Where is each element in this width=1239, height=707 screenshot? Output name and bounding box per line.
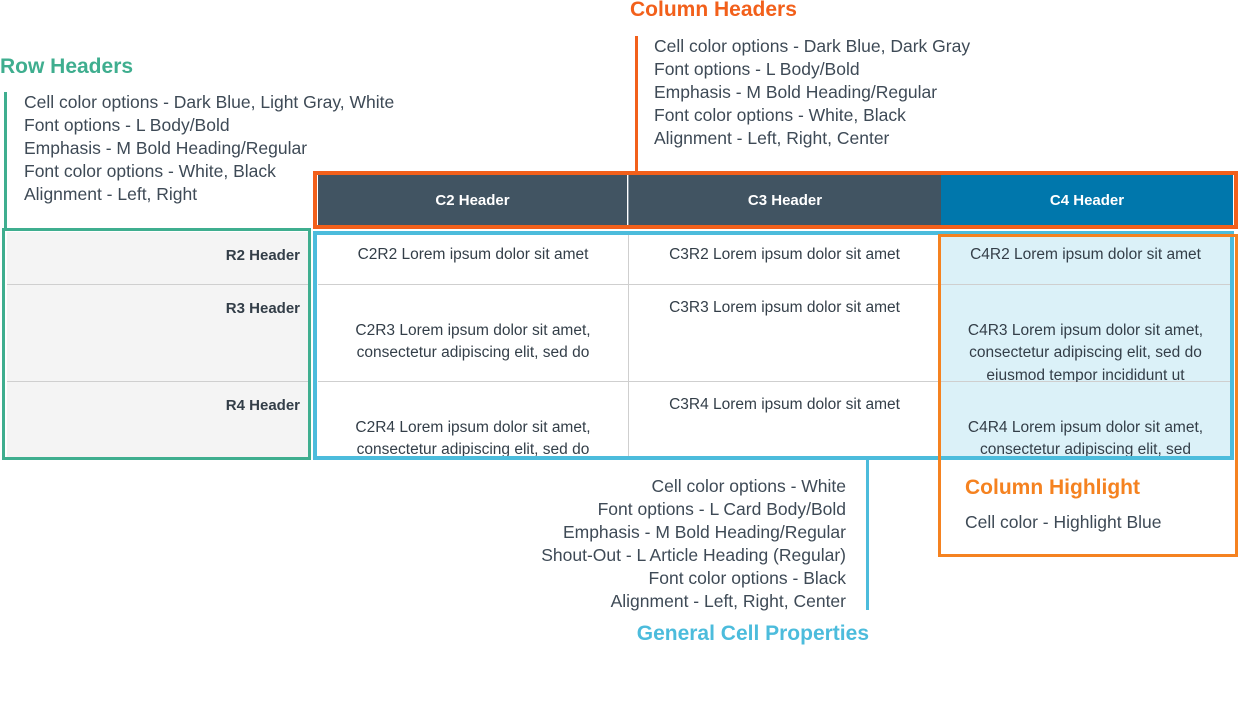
row-headers-connector: [4, 92, 7, 229]
general-line: Font color options - Black: [648, 568, 846, 588]
general-title: General Cell Properties: [636, 622, 869, 645]
row-headers-line: Emphasis - M Bold Heading/Regular: [24, 138, 308, 158]
table-cell-c4r2: C4R2 Lorem ipsum dolor sit amet: [941, 232, 1230, 285]
column-headers-line: Emphasis - M Bold Heading/Regular: [654, 82, 938, 102]
column-headers-line: Cell color options - Dark Blue, Dark Gra…: [654, 36, 971, 56]
column-header-c3: C3 Header: [628, 175, 941, 225]
table-cell-c3r2: C3R2 Lorem ipsum dolor sit amet: [629, 232, 941, 285]
row-headers-line: Cell color options - Dark Blue, Light Gr…: [24, 92, 395, 112]
general-description: Cell color options - White Font options …: [541, 475, 846, 613]
general-connector: [866, 460, 869, 610]
general-line: Cell color options - White: [651, 476, 846, 496]
row-headers-title: Row Headers: [0, 55, 134, 78]
column-headers-line: Font options - L Body/Bold: [654, 59, 860, 79]
row-headers-line: Alignment - Left, Right: [24, 184, 198, 204]
column-highlight-title: Column Highlight: [965, 476, 1140, 499]
column-header-c4: C4 Header: [941, 175, 1233, 225]
column-headers-connector: [635, 36, 638, 173]
column-highlight-outline: [938, 234, 1238, 557]
table-cell-c2r3: C2R3 Lorem ipsum dolor sit amet, consect…: [318, 285, 629, 382]
table-cell-text: C4R3 Lorem ipsum dolor sit amet, consect…: [967, 321, 1204, 384]
row-headers-line: Font options - L Body/Bold: [24, 115, 230, 135]
general-line: Font options - L Card Body/Bold: [597, 499, 846, 519]
general-cells-outline: [313, 231, 1234, 460]
row-header-r3: R3 Header: [7, 285, 308, 382]
column-headers-line: Font color options - White, Black: [654, 105, 906, 125]
column-headers-line: Alignment - Left, Right, Center: [654, 128, 890, 148]
table-cell-text: C2R3 Lorem ipsum dolor sit amet, consect…: [355, 321, 591, 362]
column-headers-outline: [313, 171, 1238, 229]
row-headers-outline: [2, 228, 311, 460]
general-line: Alignment - Left, Right, Center: [610, 591, 846, 611]
row-header-r2: R2 Header: [7, 232, 308, 285]
table-cell-c2r2: C2R2 Lorem ipsum dolor sit amet: [318, 232, 629, 285]
column-headers-title: Column Headers: [630, 0, 797, 21]
row-headers-description: Cell color options - Dark Blue, Light Gr…: [24, 91, 394, 206]
table-cell-c4r3: C4R3 Lorem ipsum dolor sit amet, consect…: [941, 285, 1230, 384]
table-cell-c3r4: C3R4 Lorem ipsum dolor sit amet: [629, 382, 941, 457]
table-cell-text: C2R4 Lorem ipsum dolor sit amet, consect…: [355, 418, 591, 459]
table-cell-c4r4: C4R4 Lorem ipsum dolor sit amet, consect…: [941, 382, 1230, 459]
column-headers-description: Cell color options - Dark Blue, Dark Gra…: [654, 35, 970, 150]
table-cell-c3r3: C3R3 Lorem ipsum dolor sit amet: [629, 285, 941, 382]
column-header-c2: C2 Header: [318, 175, 627, 225]
table-cell-c2r4: C2R4 Lorem ipsum dolor sit amet, consect…: [318, 382, 629, 459]
row-header-r4: R4 Header: [7, 382, 308, 457]
column-highlight-description: Cell color - Highlight Blue: [965, 512, 1162, 532]
general-line: Emphasis - M Bold Heading/Regular: [562, 522, 846, 542]
general-line: Shout-Out - L Article Heading (Regular): [541, 545, 846, 565]
table-cell-text: C4R4 Lorem ipsum dolor sit amet, consect…: [967, 418, 1204, 459]
row-headers-line: Font color options - White, Black: [24, 161, 276, 181]
